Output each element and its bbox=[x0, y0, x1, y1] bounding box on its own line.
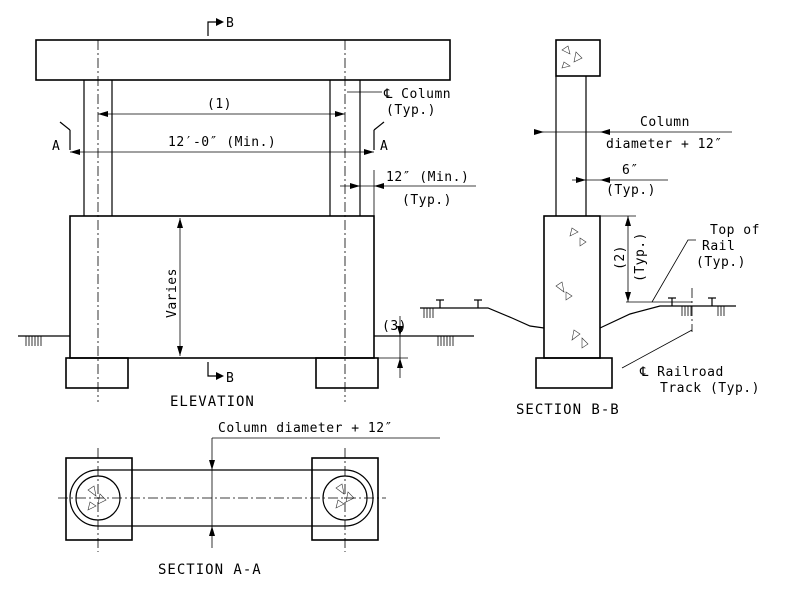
bb-six-arrow-left bbox=[576, 177, 586, 183]
section-bb-title: SECTION B-B bbox=[516, 402, 620, 418]
cut-b-top-line bbox=[207, 21, 216, 36]
varies-arrow-top bbox=[177, 218, 183, 228]
bb-ground-hatch bbox=[423, 306, 725, 318]
cl-column-label: ℄ Column bbox=[383, 87, 451, 102]
elevation-view: A A B B (1) 12′-0″ (Min.) ℄ Column (Typ.… bbox=[18, 16, 476, 410]
dim-1-label: (1) bbox=[207, 97, 232, 112]
bb-pier-cap bbox=[555, 39, 601, 77]
dim-1-arrow-left bbox=[98, 111, 108, 117]
pier-cap bbox=[35, 39, 451, 81]
right-footing bbox=[315, 357, 379, 389]
bb-dim2-typ: (Typ.) bbox=[633, 232, 648, 282]
min12-arrow-a bbox=[350, 183, 360, 189]
varies-label: Varies bbox=[165, 268, 180, 318]
aa-width-arrow-bottom bbox=[209, 526, 215, 536]
clear-dim-label: 12′-0″ (Min.) bbox=[168, 135, 276, 150]
clear-dim-arrow-left bbox=[70, 149, 80, 155]
aa-aggregate bbox=[87, 483, 355, 511]
elevation-title: ELEVATION bbox=[170, 394, 255, 410]
bb-dim2-label: (2) bbox=[613, 245, 628, 270]
min12-typ: (Typ.) bbox=[402, 193, 452, 208]
varies-arrow-bottom bbox=[177, 346, 183, 356]
top-of-rail-label-c: (Typ.) bbox=[696, 255, 746, 270]
ground-hatch-left bbox=[25, 336, 42, 346]
left-footing bbox=[65, 357, 129, 389]
ground-hatch-right bbox=[437, 336, 454, 346]
cut-b-bottom-line bbox=[207, 362, 216, 377]
bb-six-label: 6″ bbox=[622, 163, 639, 178]
cut-b-top-label: B bbox=[226, 16, 234, 31]
bb-aggregate bbox=[555, 45, 589, 349]
dim-3-arrow-bottom bbox=[397, 358, 403, 368]
bb-coldiam-arrow-left bbox=[534, 129, 544, 135]
rr-track-label: Track (Typ.) bbox=[660, 381, 760, 396]
top-of-rail-leader bbox=[651, 239, 696, 303]
bb-track-cl-leader bbox=[621, 329, 693, 369]
cut-a-left-label: A bbox=[52, 139, 60, 154]
rr-cl-label: ℄ Railroad bbox=[639, 365, 724, 380]
crash-wall bbox=[69, 215, 375, 359]
bb-dim2-arrow-bottom bbox=[625, 292, 631, 302]
bb-six-arrow-right bbox=[600, 177, 610, 183]
bb-dim2-arrow-top bbox=[625, 216, 631, 226]
top-of-rail-label-b: Rail bbox=[702, 239, 735, 254]
cut-b-bottom-arrow bbox=[216, 372, 224, 380]
bb-footing bbox=[535, 357, 613, 389]
bb-crash-wall bbox=[543, 215, 601, 359]
cut-b-bottom-label: B bbox=[226, 371, 234, 386]
bb-ground-left bbox=[420, 307, 545, 329]
dim-1-arrow-right bbox=[335, 111, 345, 117]
dim-3-label: (3) bbox=[382, 319, 407, 334]
min12-label: 12″ (Min.) bbox=[386, 170, 469, 185]
cut-a-left-arrow bbox=[59, 121, 71, 131]
dim-3-arrow-top bbox=[397, 326, 403, 336]
section-aa-view: Column diameter + 12″ SECTION A-A bbox=[58, 421, 440, 578]
aa-left-footing bbox=[65, 457, 133, 541]
section-bb-view: Column diameter + 12″ 6″ (Typ.) (2) (Typ… bbox=[420, 39, 760, 418]
cut-b-top-arrow bbox=[216, 18, 224, 26]
min12-arrow-b bbox=[374, 183, 384, 189]
bb-coldiam-arrow-right bbox=[600, 129, 610, 135]
bb-coldiam-label-a: Column bbox=[640, 115, 690, 130]
bb-rails bbox=[436, 297, 716, 308]
bb-ground-right bbox=[599, 305, 736, 329]
bb-six-typ: (Typ.) bbox=[606, 183, 656, 198]
bb-coldiam-label-b: diameter + 12″ bbox=[606, 137, 723, 152]
section-aa-title: SECTION A-A bbox=[158, 562, 262, 578]
cl-column-typ: (Typ.) bbox=[386, 103, 436, 118]
clear-dim-arrow-right bbox=[364, 149, 374, 155]
cut-a-right-arrow bbox=[373, 121, 385, 131]
aa-width-arrow-top bbox=[209, 460, 215, 470]
aa-width-label: Column diameter + 12″ bbox=[218, 421, 393, 436]
top-of-rail-label-a: Top of bbox=[710, 223, 760, 238]
cut-a-right-label: A bbox=[380, 139, 388, 154]
